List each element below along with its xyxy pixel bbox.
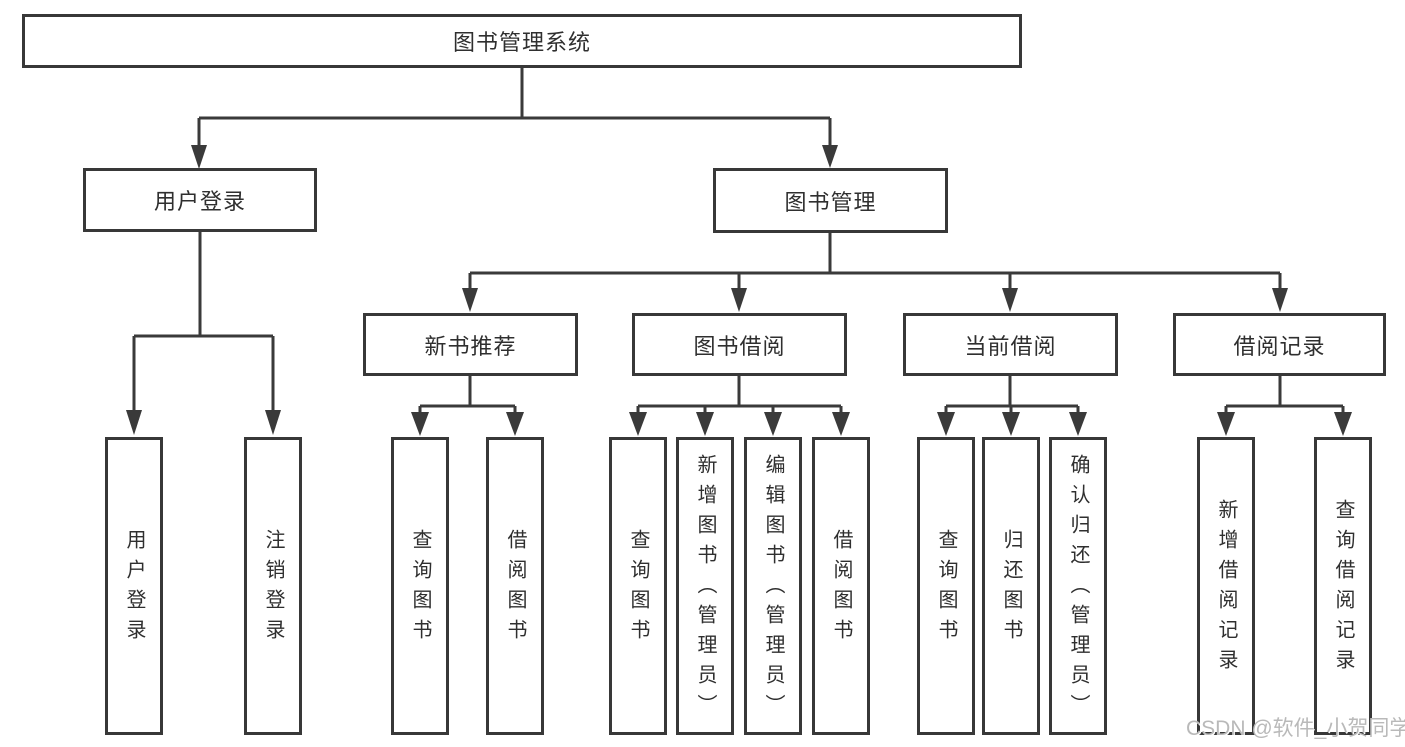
leaf-edit-book-admin: 编辑图书（管理员） <box>744 437 802 735</box>
node-book-management: 图书管理 <box>713 168 948 233</box>
leaf-confirm-return-admin: 确认归还（管理员） <box>1049 437 1107 735</box>
leaf-query-borrow-record: 查询借阅记录 <box>1314 437 1372 735</box>
leaf-return-books: 归还图书 <box>982 437 1040 735</box>
connector-new-book-recommendation-branch <box>411 376 524 436</box>
connector-root-to-level2 <box>191 68 838 169</box>
node-current-borrowing: 当前借阅 <box>903 313 1118 376</box>
leaf-add-borrow-record: 新增借阅记录 <box>1197 437 1255 735</box>
leaf-query-books-recommend: 查询图书 <box>391 437 449 735</box>
connector-book-management-branch <box>462 233 1288 312</box>
connector-borrowing-records-branch <box>1217 376 1352 436</box>
node-new-book-recommendation: 新书推荐 <box>363 313 578 376</box>
node-book-management-system: 图书管理系统 <box>22 14 1022 68</box>
leaf-borrow-books-recommend: 借阅图书 <box>486 437 544 735</box>
leaf-add-book-admin: 新增图书（管理员） <box>676 437 734 735</box>
node-book-borrowing: 图书借阅 <box>632 313 847 376</box>
leaf-logout: 注销登录 <box>244 437 302 735</box>
connector-book-borrowing-branch <box>629 376 850 436</box>
connector-user-login-branch <box>126 232 281 435</box>
leaf-query-books-borrowing: 查询图书 <box>609 437 667 735</box>
leaf-query-books-current: 查询图书 <box>917 437 975 735</box>
node-user-login: 用户登录 <box>83 168 317 232</box>
leaf-borrow-books-borrowing: 借阅图书 <box>812 437 870 735</box>
node-borrowing-records: 借阅记录 <box>1173 313 1386 376</box>
leaf-user-login: 用户登录 <box>105 437 163 735</box>
connector-current-borrowing-branch <box>937 376 1087 436</box>
csdn-watermark: CSDN @软件_小贺同学 <box>1186 717 1405 740</box>
